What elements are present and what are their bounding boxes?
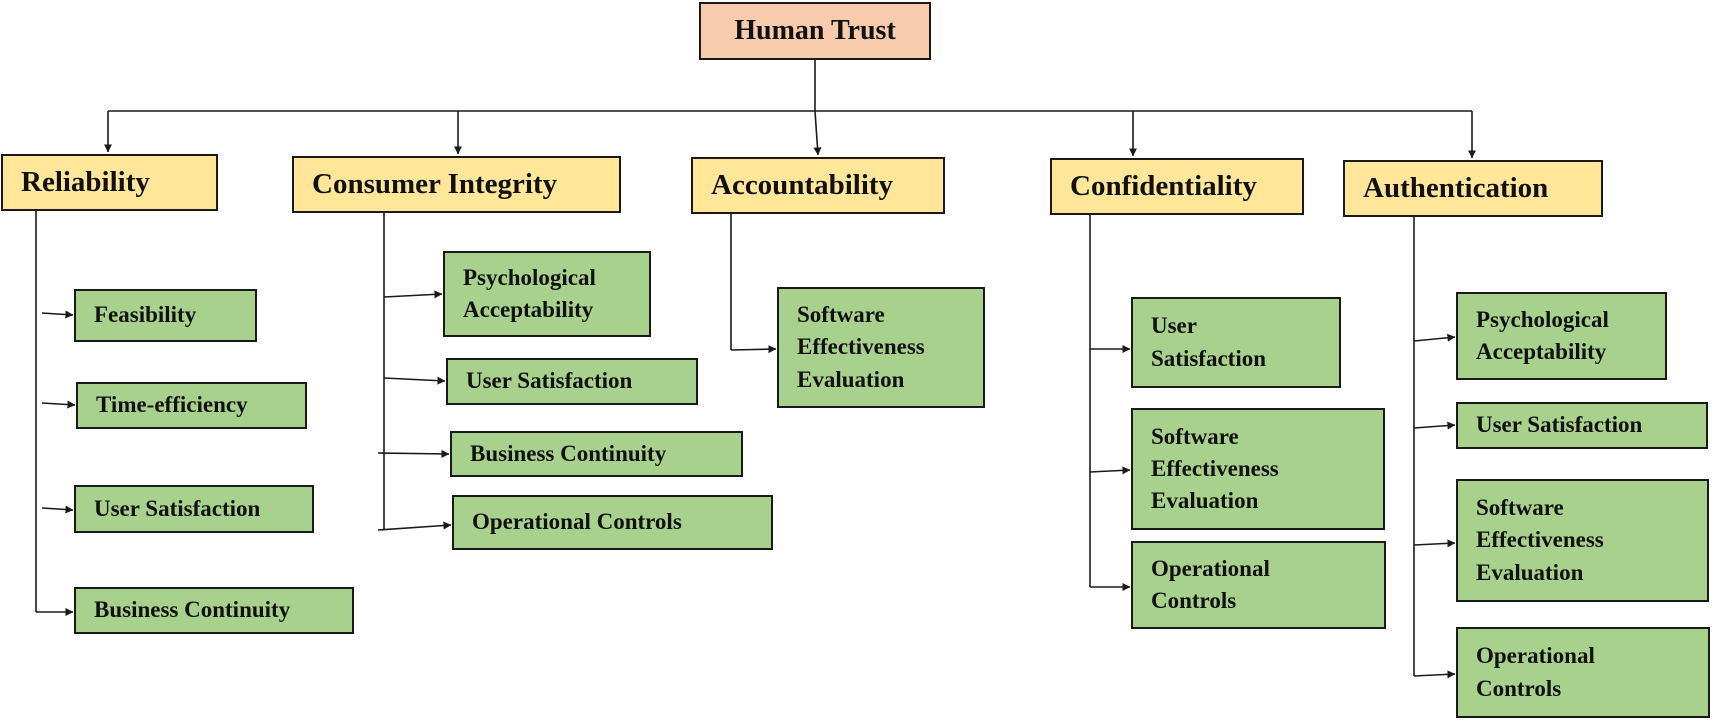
branch-arrow-feasibility bbox=[41, 310, 74, 319]
factor-consumer-integrity-operational-controls: Operational Controls bbox=[452, 495, 773, 550]
drop-arrow-accountability bbox=[813, 110, 822, 156]
factor-confidentiality-software-effectiveness-evaluation: Software Effectiveness Evaluation bbox=[1131, 408, 1385, 530]
factor-reliability-feasibility: Feasibility bbox=[74, 289, 257, 342]
factor-authentication-software-effectiveness-evaluation: Software Effectiveness Evaluation bbox=[1456, 479, 1709, 602]
root-node-human-trust: Human Trust bbox=[699, 2, 931, 60]
branch-arrow-ci-psychological-acceptability bbox=[383, 290, 443, 299]
branch-arrow-ci-business-continuity bbox=[377, 449, 450, 458]
branch-arrow-ci-user-satisfaction bbox=[383, 376, 446, 385]
factor-consumer-integrity-user-satisfaction: User Satisfaction bbox=[446, 358, 698, 405]
factor-reliability-time-efficiency: Time-efficiency bbox=[76, 382, 307, 429]
branch-arrow-auth-operational-controls bbox=[1413, 670, 1456, 679]
branch-arrow-auth-user-satisfaction bbox=[1413, 421, 1456, 430]
factor-consumer-integrity-psychological-acceptability: Psychological Acceptability bbox=[443, 251, 651, 337]
branch-arrow-auth-psychological-acceptability bbox=[1413, 333, 1456, 342]
branch-arrow-reliability-user-satisfaction bbox=[41, 505, 74, 514]
factor-authentication-operational-controls: Operational Controls bbox=[1456, 627, 1710, 718]
category-confidentiality: Confidentiality bbox=[1050, 158, 1304, 215]
category-reliability: Reliability bbox=[1, 154, 218, 211]
factor-reliability-business-continuity: Business Continuity bbox=[74, 587, 354, 634]
branch-arrow-time-efficiency bbox=[41, 400, 76, 409]
factor-accountability-software-effectiveness-evaluation: Software Effectiveness Evaluation bbox=[777, 287, 985, 408]
factor-authentication-psychological-acceptability: Psychological Acceptability bbox=[1456, 292, 1667, 380]
category-consumer-integrity: Consumer Integrity bbox=[292, 156, 621, 213]
factor-reliability-user-satisfaction: User Satisfaction bbox=[74, 485, 314, 533]
branch-arrow-ci-operational-controls bbox=[377, 521, 452, 531]
category-authentication: Authentication bbox=[1343, 160, 1603, 217]
factor-consumer-integrity-business-continuity: Business Continuity bbox=[450, 431, 743, 477]
factor-confidentiality-user-satisfaction: User Satisfaction bbox=[1131, 297, 1341, 388]
factor-authentication-user-satisfaction: User Satisfaction bbox=[1456, 402, 1708, 449]
factor-confidentiality-operational-controls: Operational Controls bbox=[1131, 541, 1386, 629]
branch-arrow-conf-software-effectiveness bbox=[1089, 466, 1131, 475]
category-accountability: Accountability bbox=[691, 157, 945, 214]
branch-arrow-auth-software-effectiveness bbox=[1413, 539, 1456, 548]
branch-arrow-accountability-software-effectiveness bbox=[730, 345, 777, 354]
